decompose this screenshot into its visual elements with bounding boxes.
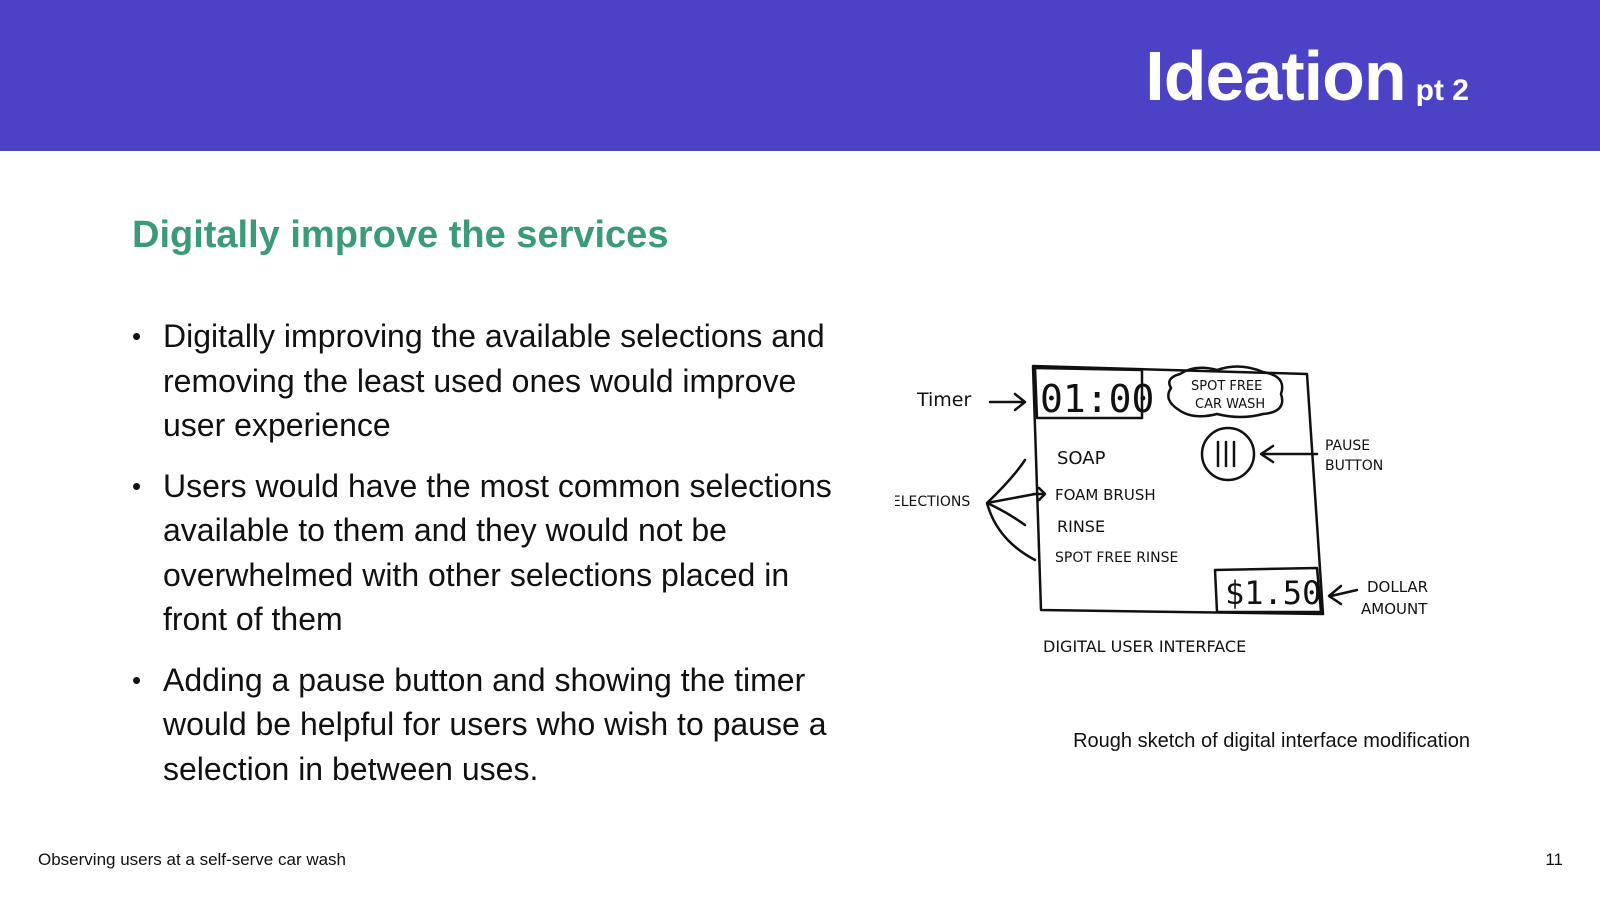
- dollar-arrow: [1327, 584, 1359, 606]
- bullet-item: • Adding a pause button and showing the t…: [132, 658, 832, 792]
- device-frame: [1031, 364, 1325, 616]
- bullet-text: Digitally improving the available select…: [163, 318, 825, 443]
- section-heading: Digitally improve the services: [132, 214, 669, 256]
- pause-arrow: [1259, 444, 1319, 464]
- option-rinse: RINSE: [1057, 517, 1105, 536]
- price-value: $1.50: [1225, 574, 1321, 612]
- timer-box: [1033, 366, 1144, 420]
- selections-bracket: [985, 458, 1037, 562]
- price-box: [1213, 566, 1323, 614]
- slide-title-main: Ideation: [1145, 37, 1406, 115]
- header-banner: [0, 0, 1600, 151]
- bullet-list: • Digitally improving the available selec…: [132, 314, 832, 807]
- option-soap: SOAP: [1057, 448, 1106, 469]
- spot-free-line2: CAR WASH: [1195, 397, 1265, 412]
- slide-title-sub: pt 2: [1415, 74, 1469, 107]
- pause-label-line1: PAUSE: [1325, 438, 1370, 454]
- timer-arrow: [988, 392, 1027, 412]
- pause-button-circle: [1200, 426, 1256, 482]
- spot-free-line1: SPOT FREE: [1191, 379, 1262, 394]
- bullet-item: • Digitally improving the available selec…: [132, 314, 832, 448]
- option-foam-brush: FOAM BRUSH: [1055, 486, 1156, 504]
- slide-title: Ideation pt 2: [1145, 36, 1469, 116]
- option-spot-free-rinse: SPOT FREE RINSE: [1055, 550, 1178, 566]
- dollar-label-line1: DOLLAR: [1367, 578, 1428, 596]
- page-number: 11: [1545, 850, 1563, 869]
- bullet-item: • Users would have the most common select…: [132, 464, 832, 642]
- selections-label: SELECTIONS: [895, 494, 970, 510]
- timer-label: Timer: [916, 389, 971, 411]
- bullet-text: Adding a pause button and showing the ti…: [163, 661, 827, 787]
- bullet-dot: •: [132, 321, 142, 351]
- timer-value: 01:00: [1040, 377, 1154, 421]
- bullet-text: Users would have the most common selecti…: [163, 467, 832, 638]
- bullet-dot: •: [132, 470, 142, 501]
- bullet-dot: •: [132, 664, 142, 695]
- dollar-label-line2: AMOUNT: [1361, 600, 1428, 618]
- interface-sketch: Timer 01:00 SPOT FREE CAR WASH SELECTION…: [895, 364, 1428, 656]
- sketch-caption: Rough sketch of digital interface modifi…: [1073, 730, 1470, 752]
- interface-label: DIGITAL USER INTERFACE: [1043, 637, 1246, 656]
- spot-free-cloud: [1167, 365, 1284, 419]
- footer-text: Observing users at a self-serve car wash: [38, 850, 347, 869]
- pause-label-line2: BUTTON: [1325, 458, 1383, 474]
